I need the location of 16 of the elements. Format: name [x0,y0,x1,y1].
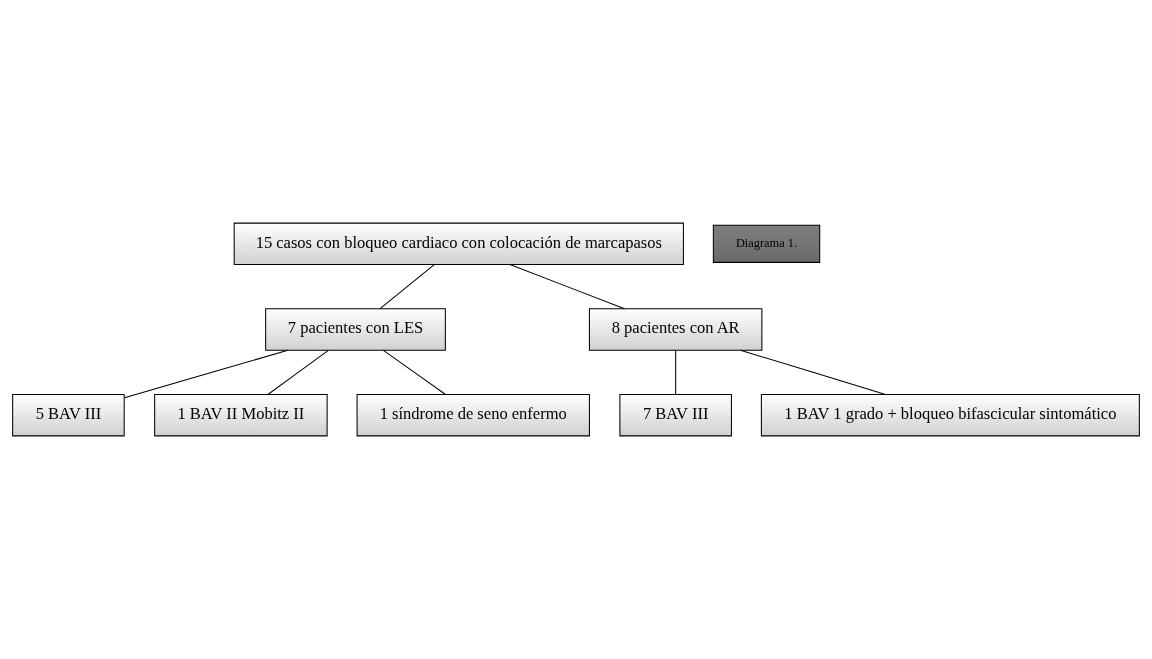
node-box: 1 síndrome de seno enfermo [356,394,590,437]
node-box: 1 BAV II Mobitz II [154,394,328,437]
connector [379,264,435,310]
node-box: 1 BAV 1 grado + bloqueo bifascicular sintomático [760,394,1140,437]
node-box: 7 BAV III [619,394,732,437]
connector [509,264,626,310]
connector [739,349,887,395]
node-box: 8 pacientes con AR [588,308,763,351]
connector [124,349,289,399]
node-box: Diagrama 1. [712,224,821,263]
node-box: 7 pacientes con LES [265,308,446,351]
connector [675,349,677,395]
connector [267,349,329,395]
connector [382,349,447,395]
node-box: 5 BAV III [12,394,125,437]
node-box: 15 casos con bloqueo cardiaco con colocación de marcapasos [233,222,684,265]
